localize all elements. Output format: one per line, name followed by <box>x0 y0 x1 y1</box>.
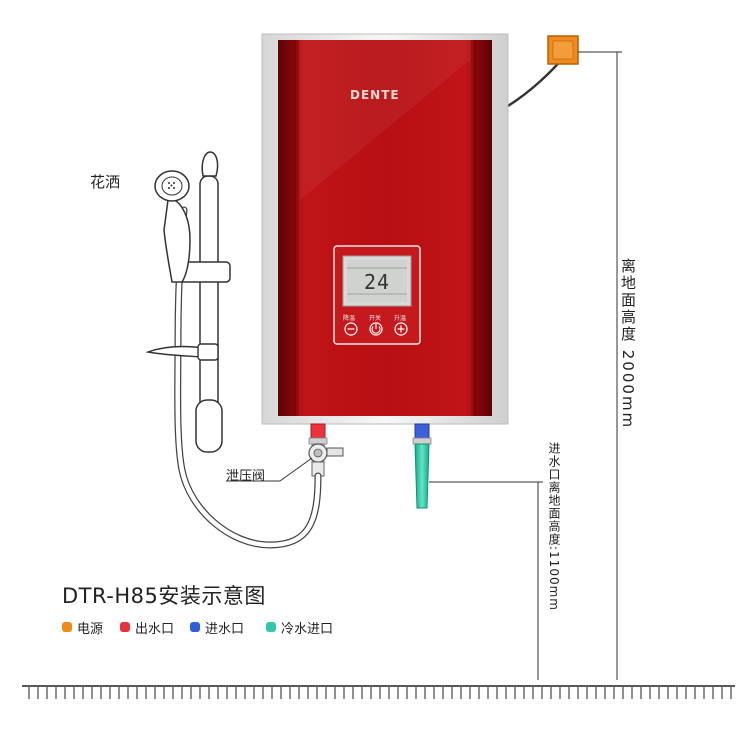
legend-swatch <box>62 622 72 632</box>
inlet-pipe <box>412 423 432 445</box>
control-label-decrease: 降温 <box>343 315 356 322</box>
main-height-label: 离地面高度 2000mm <box>619 258 637 430</box>
power-socket <box>507 35 579 108</box>
control-label-power: 开关 <box>369 315 382 322</box>
inlet-height-label: 进水口离地面高度:1100mm <box>547 442 561 611</box>
diagram-title: DTR-H85安装示意图 <box>62 584 266 608</box>
water-heater <box>261 33 509 425</box>
legend-label: 电源 <box>77 621 104 637</box>
legend-swatch <box>190 622 200 632</box>
legend-item-outlet: 出水口 <box>120 619 175 637</box>
brand-logo: DENTE <box>350 88 400 102</box>
legend-label: 冷水进口 <box>281 621 334 637</box>
ground <box>22 685 735 699</box>
legend-label: 进水口 <box>205 621 245 637</box>
shower-head-icon <box>154 170 191 283</box>
control-panel <box>333 245 421 345</box>
shower-hose <box>174 206 322 549</box>
cold-water-pipe <box>414 443 430 509</box>
valve-label: 泄压阀 <box>226 469 266 484</box>
legend-item-power: 电源 <box>62 619 104 637</box>
legend-swatch <box>266 622 276 632</box>
legend-item-inlet: 进水口 <box>190 619 245 637</box>
height-dimension-inlet <box>429 481 543 680</box>
legend-item-cold-water: 冷水进口 <box>266 619 334 637</box>
valve-leader <box>226 457 313 482</box>
pressure-relief-valve <box>308 443 344 477</box>
shower-label: 花洒 <box>90 173 121 191</box>
temperature-display: 24 <box>364 270 391 294</box>
height-dimension-main <box>578 51 622 680</box>
legend-label: 出水口 <box>135 621 175 637</box>
increase-button <box>394 322 408 336</box>
decrease-button <box>344 322 358 336</box>
control-label-increase: 升温 <box>394 315 407 322</box>
legend-swatch <box>120 622 130 632</box>
shower-slide-bar <box>145 151 231 453</box>
power-button <box>369 322 383 336</box>
